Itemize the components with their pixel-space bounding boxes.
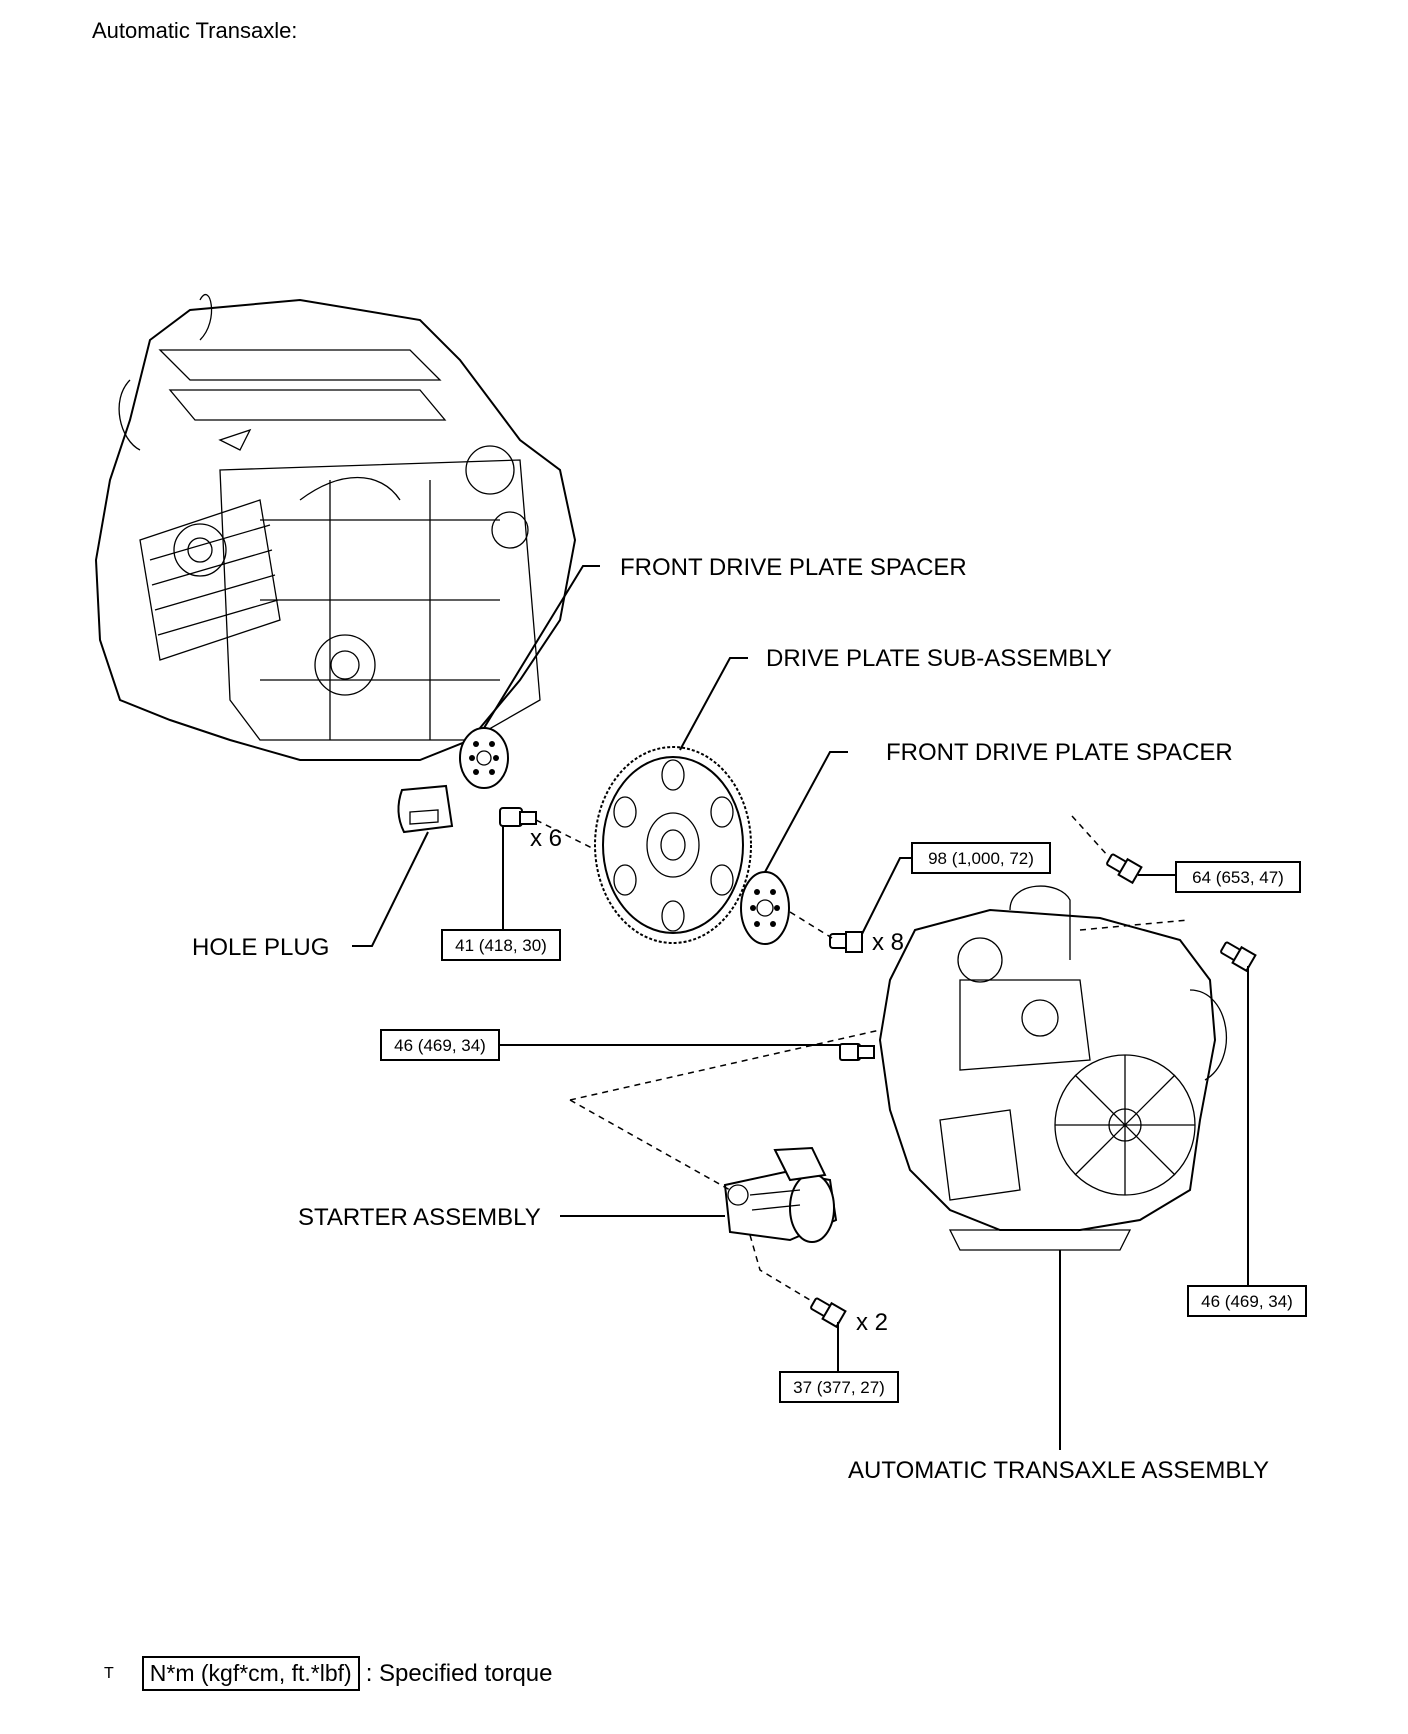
torque-value: 37 (377, 27) (793, 1378, 885, 1397)
upper-bolt (1106, 853, 1143, 885)
quantity-spacer-bolts: x 8 (872, 929, 904, 956)
legend-description: : Specified torque (365, 1659, 553, 1687)
label-front-drive-plate-spacer-1: FRONT DRIVE PLATE SPACER (620, 554, 967, 581)
hole-plug-part (397, 784, 454, 834)
side-bolt (839, 1043, 875, 1061)
torque-value: 98 (1,000, 72) (928, 849, 1034, 868)
legend-unit-box: N*m (kgf*cm, ft.*lbf) (141, 1656, 360, 1691)
engine-assembly-illustration (94, 293, 577, 761)
quantity-starter-bolts: x 2 (856, 1309, 888, 1336)
label-starter-assembly: STARTER ASSEMBLY (298, 1204, 541, 1231)
torque-box-drive-plate-bolt: 41 (418, 30) (441, 929, 561, 961)
torque-value: 46 (469, 34) (394, 1036, 486, 1055)
torque-box-upper-bolt: 64 (653, 47) (1175, 861, 1301, 893)
quantity-drive-plate-bolts: x 6 (530, 825, 562, 852)
drive-plate-sub-assembly-part (594, 746, 752, 944)
front-drive-plate-spacer-1-part (459, 727, 509, 789)
automatic-transaxle-assembly-illustration (878, 885, 1227, 1251)
spacer-bolt (829, 931, 863, 953)
label-front-drive-plate-spacer-2: FRONT DRIVE PLATE SPACER (886, 739, 1233, 766)
label-hole-plug: HOLE PLUG (192, 934, 329, 961)
starter-bolt (810, 1297, 847, 1329)
right-bolt (1220, 941, 1257, 973)
front-drive-plate-spacer-2-part (740, 871, 790, 945)
page-heading: Automatic Transaxle: (92, 18, 298, 43)
torque-value: 41 (418, 30) (455, 936, 547, 955)
starter-assembly-illustration (723, 1146, 838, 1243)
torque-box-right-bolt: 46 (469, 34) (1187, 1285, 1307, 1317)
torque-value: 46 (469, 34) (1201, 1292, 1293, 1311)
torque-value: 64 (653, 47) (1192, 868, 1284, 887)
torque-legend: T N*m (kgf*cm, ft.*lbf) : Specified torq… (104, 1656, 553, 1691)
torque-box-side-bolt: 46 (469, 34) (380, 1029, 500, 1061)
legend-marker: T (104, 1664, 114, 1682)
torque-box-spacer-bolt: 98 (1,000, 72) (911, 842, 1051, 874)
label-automatic-transaxle-assembly: AUTOMATIC TRANSAXLE ASSEMBLY (848, 1457, 1269, 1484)
torque-box-starter-bolt: 37 (377, 27) (779, 1371, 899, 1403)
label-drive-plate-sub-assembly: DRIVE PLATE SUB-ASSEMBLY (766, 645, 1112, 672)
drive-plate-bolt (499, 807, 537, 827)
